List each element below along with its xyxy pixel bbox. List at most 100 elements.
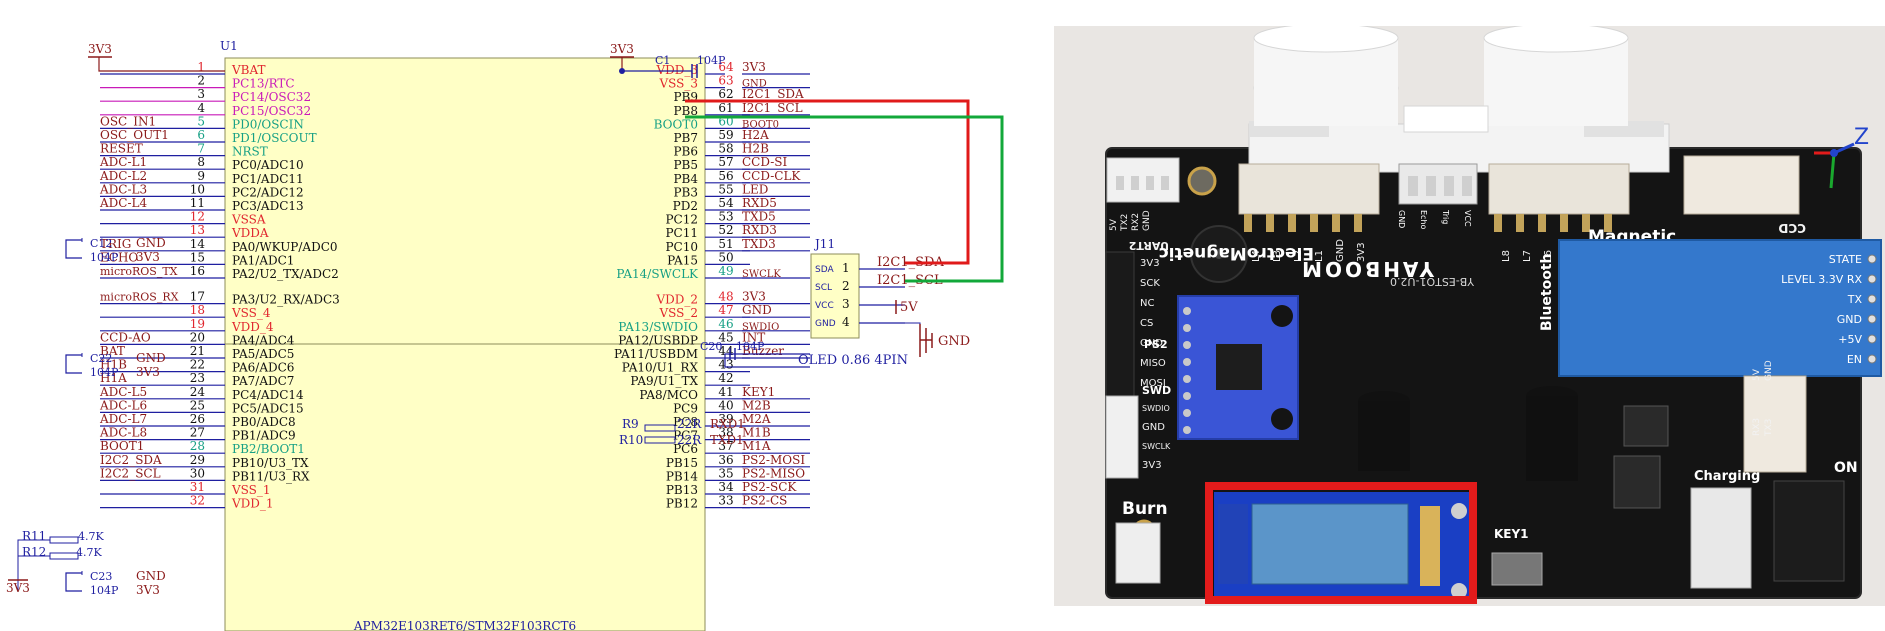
right-net-label: SWCLK [742,269,781,280]
silk-burn: Burn [1122,499,1168,519]
right-net-label: RXD5 [742,196,777,210]
right-pin-number: 54 [718,196,734,210]
left-pin-name: VBAT [231,63,266,77]
right-pin-number: 40 [718,398,733,412]
right-pin-number: 33 [718,494,733,508]
silk-electromagnetic: ElectroMagnetic [1159,243,1314,263]
connector-pin-number: 2 [842,279,850,293]
silk-brand: YAHBOOM [1299,257,1435,281]
right-pin-name: PA11/USBDM [614,347,698,361]
uart-pin-label: GND [1142,210,1152,231]
l-sensor-connector-right [1488,163,1630,215]
l-sensor-label: L1 [1314,250,1325,262]
l-sensor-label: L6 [1543,250,1554,262]
right-pin-name: PB4 [673,172,698,186]
left-pin-name: PC5/ADC15 [232,401,304,415]
right-pin-name: PA12/USBDP [618,333,698,347]
left-pin-number: 15 [190,250,205,264]
connector-pin-number: 4 [842,315,850,329]
right-pin-number: 49 [718,264,733,278]
right-pin-name: PA9/U1_TX [630,374,698,388]
right-pin-name: PB3 [673,185,698,199]
right-net-label: PS2-CS [742,494,787,508]
connector-pin-name: GND [815,319,836,329]
right-pin-name: PB5 [673,158,698,172]
right-pin-name: PB8 [673,104,698,118]
left-net-label: ADC-L4 [99,196,147,210]
left-pin-name: PA5/ADC5 [232,347,294,361]
l-sensor-label: L2 [1293,250,1304,262]
header-pin-label: 3V3 [1140,258,1160,269]
swd-pin-label: SWDIO [1142,404,1170,413]
right-net-label: TXD3 [742,237,776,251]
usb-port [1115,522,1161,584]
axis-y [1829,152,1836,189]
left-pin-number: 17 [190,290,205,304]
left-net-label: ADC-L6 [99,398,147,412]
right-pin-number: 64 [718,60,734,74]
left-pin-name: PB11/U3_RX [232,469,310,483]
resistor [644,424,676,432]
header-pin-label: MISO [1140,358,1166,369]
sonar-pin-label: GND [1397,210,1406,228]
silk-bluetooth: Bluetooth [1539,253,1555,331]
left-net-label: microROS_TX [100,265,178,278]
connector-pin-number: 1 [842,261,850,275]
right-pin-name: PC12 [665,213,698,227]
right-pin-name: PC8 [673,415,698,429]
left-pin-name: VDD_1 [231,497,274,511]
cap-ref: C1 [655,54,670,67]
right-pin-name: PB7 [673,131,698,145]
left-pin-number: 11 [190,196,205,210]
power-3v3-label: 3V3 [6,581,30,595]
left-pin-name: PC4/ADC14 [232,388,304,402]
left-pin-name: PC13/RTC [232,77,295,91]
right-net-label: GND [742,79,767,90]
left-net-label: I2C2_SDA [100,453,162,467]
silk-on: ON [1834,460,1858,476]
left-net-label: OSC_IN1 [100,114,156,128]
resistor-ref: R9 [622,417,639,431]
left-pin-number: 13 [190,223,205,237]
left-pin-name: PB2/BOOT1 [232,442,305,456]
left-net-label: ADC-L2 [99,169,147,183]
cap-value: 104P [697,54,726,67]
swd-pin-label: GND [1142,422,1165,433]
left-pin-name: PA0/WKUP/ADC0 [232,240,338,254]
mcu-ref: U1 [220,39,238,53]
uart-pin-label: 5V [1109,218,1119,231]
gnd-label: GND [938,334,970,349]
right-pin-name: PC7 [673,429,698,443]
right-pin-number: 61 [718,101,733,115]
right-net-label: CCD-CLK [742,169,801,183]
net-label: RXD1 [710,417,745,431]
left-net-label: OSC_OUT1 [100,128,169,142]
left-pin-name: VDD_4 [231,320,274,334]
right-net-label: 3V3 [742,60,766,74]
net-label: 3V3 [136,365,160,379]
uart-pin-label: TX2 [1120,214,1130,232]
left-pin-number: 8 [197,155,205,169]
resistor [49,552,79,560]
right-net-label: M2B [742,398,771,412]
left-pin-name: PC15/OSC32 [232,104,311,118]
swd-pin-label: SWCLK [1142,442,1171,451]
left-pin-number: 16 [190,264,205,278]
resistor-ref: R12 [22,545,46,559]
l-sensor-label: L8 [1501,250,1512,262]
silk-ps2: PS2 [1144,338,1168,351]
right-net-label: GND [742,303,772,317]
spi-header [1105,251,1135,413]
charging-port [1690,487,1752,589]
left-pin-name: PB10/U3_TX [232,456,309,470]
left-net-label: H1A [100,371,127,385]
i2c-sda-wire [685,99,970,265]
rxtx-label: 5V [1752,368,1762,381]
cap-value: 104P [90,584,119,597]
left-pin-number: 3 [197,87,205,101]
cap-value: 104P [90,366,119,379]
resistor-ref: R11 [22,529,46,543]
right-pin-number: 42 [718,371,733,385]
left-pin-number: 20 [190,330,205,344]
right-net-label: H2A [742,128,769,142]
